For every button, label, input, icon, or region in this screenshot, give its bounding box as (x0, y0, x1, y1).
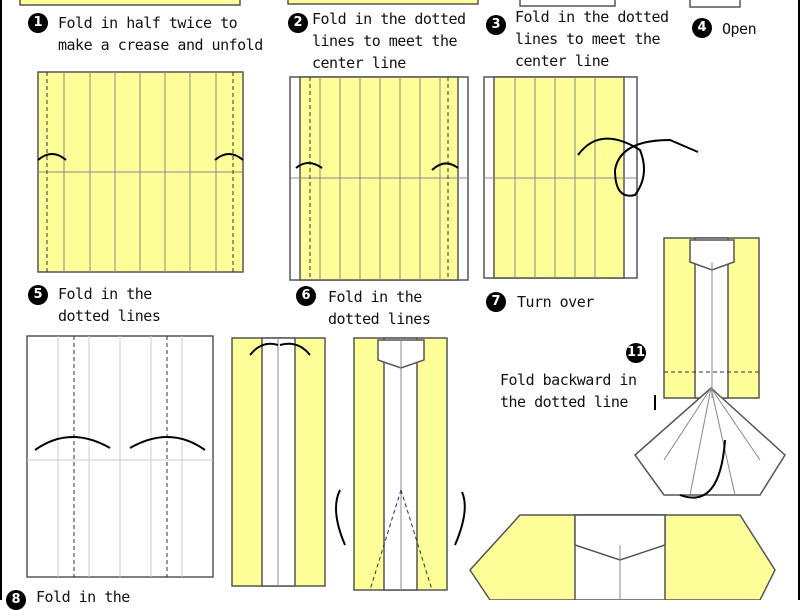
step11-skirt (633, 386, 786, 496)
left-border (0, 0, 2, 600)
step-4-text: Open (722, 18, 757, 40)
step-5-text: Fold in the dotted lines (58, 283, 161, 327)
step-3-line-3: center line (515, 52, 609, 70)
step-4-number: 4 (692, 18, 712, 38)
step-8-line-1: Fold in the (36, 588, 130, 606)
step-8-number: 8 (6, 590, 26, 610)
step-11-line-1: Fold backward in (500, 371, 637, 389)
step-5-line-2: dotted lines (58, 307, 161, 325)
step-11-number: 11 (626, 343, 646, 363)
step-1-number: 1 (28, 13, 48, 33)
step-1-line-1: Fold in half twice to (58, 14, 238, 32)
step2-paper (287, 0, 479, 5)
step-2-text: Fold in the dotted lines to meet the cente… (312, 8, 466, 74)
step-6-number: 6 (296, 286, 316, 306)
step-2-number: 2 (288, 13, 308, 33)
step-1-text: Fold in half twice to make a crease and u… (58, 12, 263, 56)
step-6-line-2: dotted lines (328, 310, 431, 328)
right-border (798, 0, 800, 600)
turn-over-arrow (577, 137, 699, 197)
step4-paper (689, 0, 741, 8)
step-5-line-1: Fold in the (58, 285, 152, 303)
step-4-line-1: Open (722, 20, 757, 38)
step-7-line-1: Turn over (517, 293, 594, 311)
step-11-text: Fold backward in the dotted line (500, 369, 637, 413)
step-7-text: Turn over (517, 291, 594, 313)
step-7-number: 7 (486, 292, 506, 312)
step-2-line-3: center line (312, 54, 406, 72)
step-2-line-2: lines to meet the (312, 32, 458, 50)
step-3-text: Fold in the dotted lines to meet the cente… (515, 6, 669, 72)
step-5-number: 5 (28, 285, 48, 305)
step1-paper (19, 0, 241, 6)
step3-paper (519, 0, 616, 7)
step-8-text: Fold in the (36, 586, 130, 608)
step-3-line-1: Fold in the dotted (515, 8, 669, 26)
step-3-line-2: lines to meet the (515, 30, 661, 48)
step-6-text: Fold in the dotted lines (328, 286, 431, 330)
step-11-line-2: the dotted line (500, 393, 628, 411)
step-1-line-2: make a crease and unfold (58, 36, 263, 54)
step-3-number: 3 (486, 15, 506, 35)
fold-arrow-8 (34, 436, 206, 451)
step-2-line-1: Fold in the dotted (312, 10, 466, 28)
step-6-line-1: Fold in the (328, 288, 422, 306)
fold-arrow (37, 153, 459, 171)
